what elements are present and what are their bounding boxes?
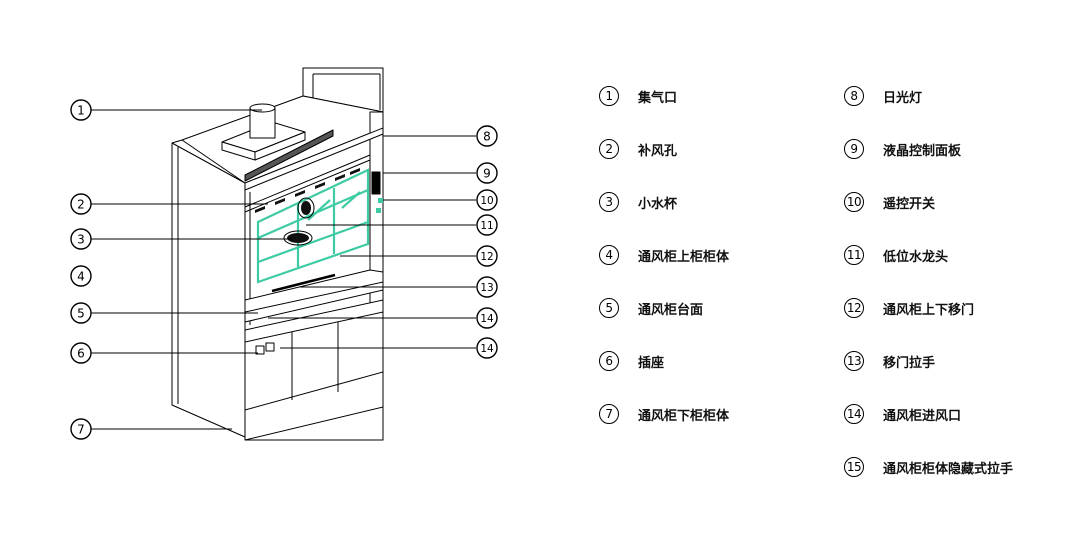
legend-number: 8 [844,86,864,106]
sliding-sash [256,168,370,284]
legend-label: 移门拉手 [883,355,936,371]
legend-number: 2 [599,139,619,159]
legend-item-7: 7 通风柜下柜柜体 [599,402,729,426]
legend-number: 1 [599,86,619,106]
light-strip [244,129,334,182]
callout-14: 14 [480,313,494,325]
legend-item-11: 11 低位水龙头 [844,243,948,267]
callout-13: 13 [480,282,493,294]
legend-item-4: 4 通风柜上柜柜体 [599,243,729,267]
legend-number: 10 [844,192,864,212]
callout-5: 5 [77,307,85,321]
callouts-right: 8 9 10 11 12 13 14 14 [476,125,498,359]
callout-10: 10 [480,195,493,207]
legend-item-2: 2 补风孔 [599,137,677,161]
legend-label: 低位水龙头 [883,249,949,265]
callouts-left: 1 2 3 4 5 6 7 [70,99,92,440]
socket-1 [255,345,265,355]
legend-label: 通风柜上下移门 [883,302,975,318]
legend-label: 通风柜柜体隐藏式拉手 [883,461,1014,477]
legend-number: 14 [844,404,864,424]
legend-number: 3 [599,192,619,212]
callout-2: 2 [77,198,85,212]
legend-label: 插座 [638,355,665,371]
left-side-panel [171,142,246,438]
legend-item-13: 13 移门拉手 [844,349,935,373]
legend-number: 5 [599,298,619,318]
legend-number: 12 [844,298,864,318]
callout-1: 1 [77,104,85,118]
legend-item-6: 6 插座 [599,349,664,373]
legend-number: 9 [844,139,864,159]
legend-item-8: 8 日光灯 [844,84,922,108]
callout-11: 11 [480,220,493,232]
legend-label: 遥控开关 [883,196,936,212]
legend-number: 6 [599,351,619,371]
legend-number: 11 [844,245,864,265]
legend-number: 13 [844,351,864,371]
countertop [244,269,384,323]
legend-number: 4 [599,245,619,265]
legend-label: 日光灯 [883,90,923,106]
legend-item-15: 15 通风柜柜体隐藏式拉手 [844,455,1013,479]
lcd-control-panel [371,171,381,195]
legend-number: 15 [844,457,864,477]
callout-8: 8 [483,130,491,144]
legend-item-5: 5 通风柜台面 [599,296,703,320]
legend-label: 小水杯 [638,196,678,212]
legend-item-10: 10 遥控开关 [844,190,935,214]
callout-9: 9 [483,167,491,181]
legend-item-12: 12 通风柜上下移门 [844,296,974,320]
callout-6: 6 [77,347,85,361]
socket-2 [265,342,275,352]
callout-12: 12 [480,251,493,263]
legend-label: 通风柜上柜柜体 [638,249,730,265]
legend-item-1: 1 集气口 [599,84,677,108]
callout-4: 4 [77,270,85,284]
legend-item-14: 14 通风柜进风口 [844,402,961,426]
legend-number: 7 [599,404,619,424]
legend-label: 通风柜下柜柜体 [638,408,730,424]
legend-item-3: 3 小水杯 [599,190,677,214]
legend-label: 通风柜台面 [638,302,704,318]
lower-cabinet-front [244,311,384,441]
legend-label: 补风孔 [638,143,678,159]
legend-label: 通风柜进风口 [883,408,962,424]
callout-3: 3 [77,233,85,247]
legend-label: 集气口 [638,90,678,106]
legend-item-9: 9 液晶控制面板 [844,137,961,161]
low-faucet [287,233,309,243]
callout-14-lower: 14 [480,343,494,355]
cup-sink [301,201,311,215]
legend-label: 液晶控制面板 [883,143,962,159]
callout-7: 7 [77,423,85,437]
